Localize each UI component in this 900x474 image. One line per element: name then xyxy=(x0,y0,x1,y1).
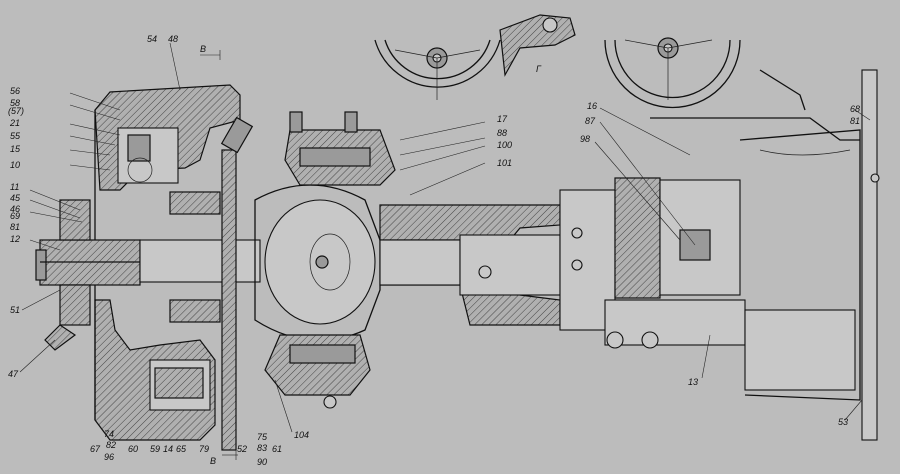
callout-82: 82 xyxy=(106,440,116,450)
callout-13: 13 xyxy=(688,377,698,387)
callout-65: 65 xyxy=(176,444,187,454)
wheel-hub xyxy=(35,191,261,351)
callout-10: 10 xyxy=(10,160,20,170)
callout-55: 55 xyxy=(10,131,21,141)
callout-81-left: 81 xyxy=(10,222,20,232)
top-pulley-left xyxy=(374,14,576,100)
top-pulley-right xyxy=(604,37,860,141)
callout-60: 60 xyxy=(128,444,138,454)
upper-bearing xyxy=(284,111,396,186)
callout-58: 58 xyxy=(10,98,20,108)
callout-labels: 54 48 B 56 58 (57) 21 55 15 10 11 45 46 … xyxy=(8,34,860,467)
lower-bearing xyxy=(264,334,371,409)
callout-98: 98 xyxy=(580,134,590,144)
callout-16: 16 xyxy=(587,101,597,111)
callout-12: 12 xyxy=(10,234,20,244)
vertical-shaft xyxy=(220,116,254,451)
callout-section-g: Г xyxy=(536,64,542,74)
callout-69: 69 xyxy=(10,211,20,221)
callout-104: 104 xyxy=(294,430,309,440)
callout-68: 68 xyxy=(850,104,860,114)
callout-17: 17 xyxy=(497,114,508,124)
callout-79: 79 xyxy=(199,444,209,454)
callout-48: 48 xyxy=(168,34,178,44)
callout-56: 56 xyxy=(10,86,20,96)
callout-57: (57) xyxy=(8,106,24,116)
callout-74: 74 xyxy=(104,429,114,439)
callout-14: 14 xyxy=(163,444,173,454)
leader-lines xyxy=(19,42,871,460)
callout-81-right: 81 xyxy=(850,116,860,126)
callout-52: 52 xyxy=(237,444,247,454)
knuckle-ball xyxy=(254,184,381,341)
hub-housing xyxy=(94,84,241,441)
callout-61: 61 xyxy=(272,444,282,454)
callout-59: 59 xyxy=(150,444,160,454)
right-housing xyxy=(559,129,861,401)
callout-11: 11 xyxy=(10,182,19,192)
callout-54: 54 xyxy=(147,34,157,44)
callout-21: 21 xyxy=(9,118,20,128)
callout-section-b-top: B xyxy=(200,44,206,54)
callout-100: 100 xyxy=(497,140,512,150)
callout-53: 53 xyxy=(838,417,848,427)
callout-87: 87 xyxy=(585,116,596,126)
axle-tube xyxy=(379,204,561,326)
callout-83: 83 xyxy=(257,443,267,453)
callout-101: 101 xyxy=(497,158,512,168)
callout-45: 45 xyxy=(10,193,21,203)
callout-51: 51 xyxy=(10,305,20,315)
callout-section-b-bottom: B xyxy=(210,456,216,466)
callout-75: 75 xyxy=(257,432,268,442)
callout-47: 47 xyxy=(8,369,19,379)
callout-90: 90 xyxy=(257,457,267,467)
callout-67: 67 xyxy=(90,444,101,454)
callout-15: 15 xyxy=(10,144,21,154)
callout-88: 88 xyxy=(497,128,507,138)
mounting-plate xyxy=(861,69,880,441)
callout-46: 46 xyxy=(10,204,20,214)
callout-96: 96 xyxy=(104,452,114,462)
